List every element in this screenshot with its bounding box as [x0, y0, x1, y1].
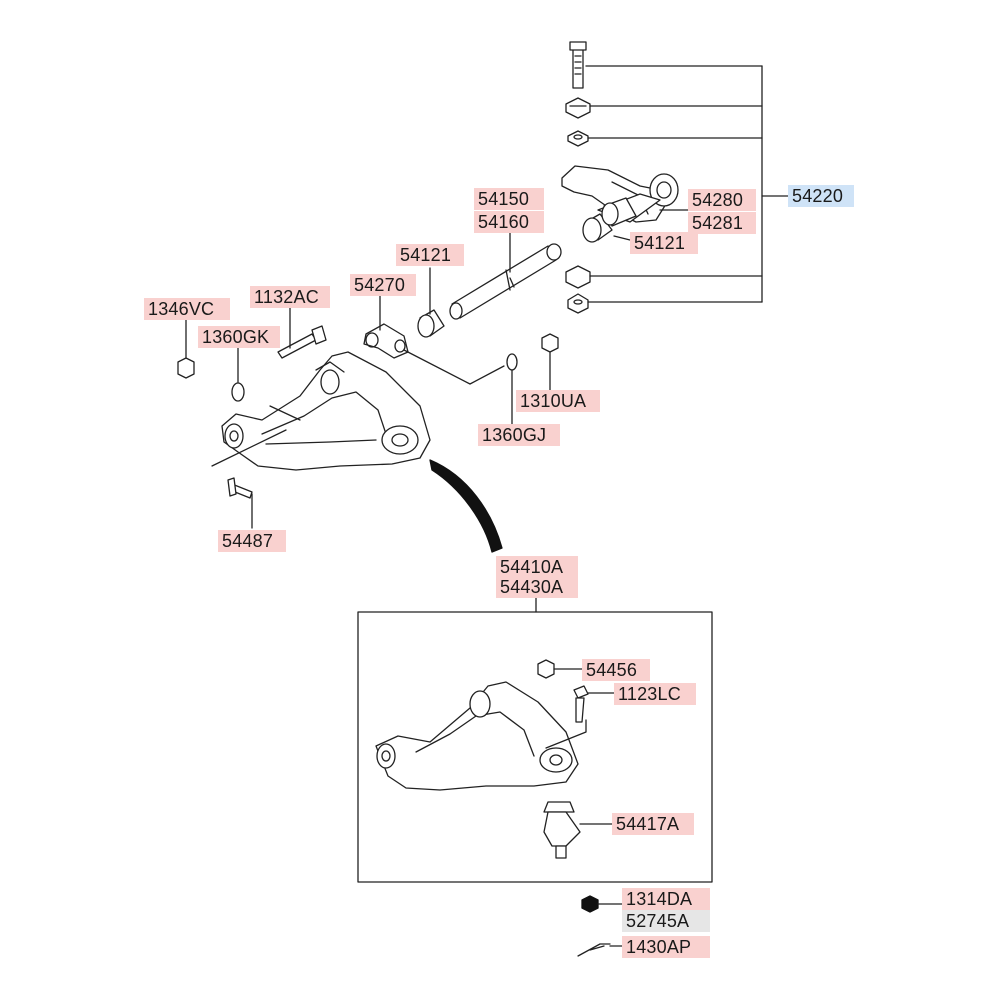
label-54160[interactable]: 54160 — [474, 211, 544, 233]
washer-top — [567, 130, 589, 147]
label-1310ua[interactable]: 1310UA — [516, 390, 600, 412]
label-52745a[interactable]: 52745A — [622, 910, 710, 932]
label-54121-left[interactable]: 54121 — [396, 244, 464, 266]
nut-1314da — [581, 895, 599, 913]
assembly-arrow — [429, 459, 503, 553]
cam-bolt-bracket — [363, 323, 409, 359]
label-54150[interactable]: 54150 — [474, 188, 544, 210]
label-54410a[interactable]: 54410A — [496, 556, 578, 578]
label-1360gk[interactable]: 1360GK — [198, 326, 280, 348]
label-1123lc[interactable]: 1123LC — [614, 683, 696, 705]
bolt-54487 — [227, 477, 253, 499]
nut-bottom — [567, 293, 589, 314]
nut-54456 — [537, 659, 555, 679]
upper-arm-shaft — [449, 243, 562, 320]
upper-control-arm — [221, 351, 431, 471]
assembly-box — [357, 611, 713, 883]
label-1430ap[interactable]: 1430AP — [622, 936, 710, 958]
shim-plate-top — [565, 97, 591, 119]
label-54270[interactable]: 54270 — [350, 274, 416, 296]
label-1314da[interactable]: 1314DA — [622, 888, 710, 910]
label-54417a[interactable]: 54417A — [612, 813, 694, 835]
washer-1360gk — [231, 382, 245, 402]
cotter-pin — [577, 943, 611, 957]
label-1360gj[interactable]: 1360GJ — [478, 424, 560, 446]
bolt-1132ac — [277, 325, 327, 359]
label-54430a[interactable]: 54430A — [496, 576, 578, 598]
label-54280[interactable]: 54280 — [688, 189, 756, 211]
ball-joint — [543, 801, 581, 859]
assembly-control-arm — [375, 681, 579, 791]
label-54487[interactable]: 54487 — [218, 530, 286, 552]
shaft-bolt — [569, 41, 587, 89]
label-54456[interactable]: 54456 — [582, 659, 650, 681]
label-54220[interactable]: 54220 — [788, 185, 854, 207]
leader-54220 — [585, 65, 789, 303]
bushing-left — [417, 309, 445, 338]
label-1346vc[interactable]: 1346VC — [144, 298, 230, 320]
nut-1346vc — [177, 357, 195, 379]
label-1132ac[interactable]: 1132AC — [250, 286, 330, 308]
nut-1310ua — [541, 333, 559, 353]
shim-plate-bottom — [565, 265, 591, 289]
label-54121-right[interactable]: 54121 — [630, 232, 698, 254]
washer-1360gj — [506, 353, 518, 371]
bushing-right — [582, 197, 637, 243]
label-54281[interactable]: 54281 — [688, 212, 756, 234]
bolt-1123lc — [573, 685, 589, 723]
